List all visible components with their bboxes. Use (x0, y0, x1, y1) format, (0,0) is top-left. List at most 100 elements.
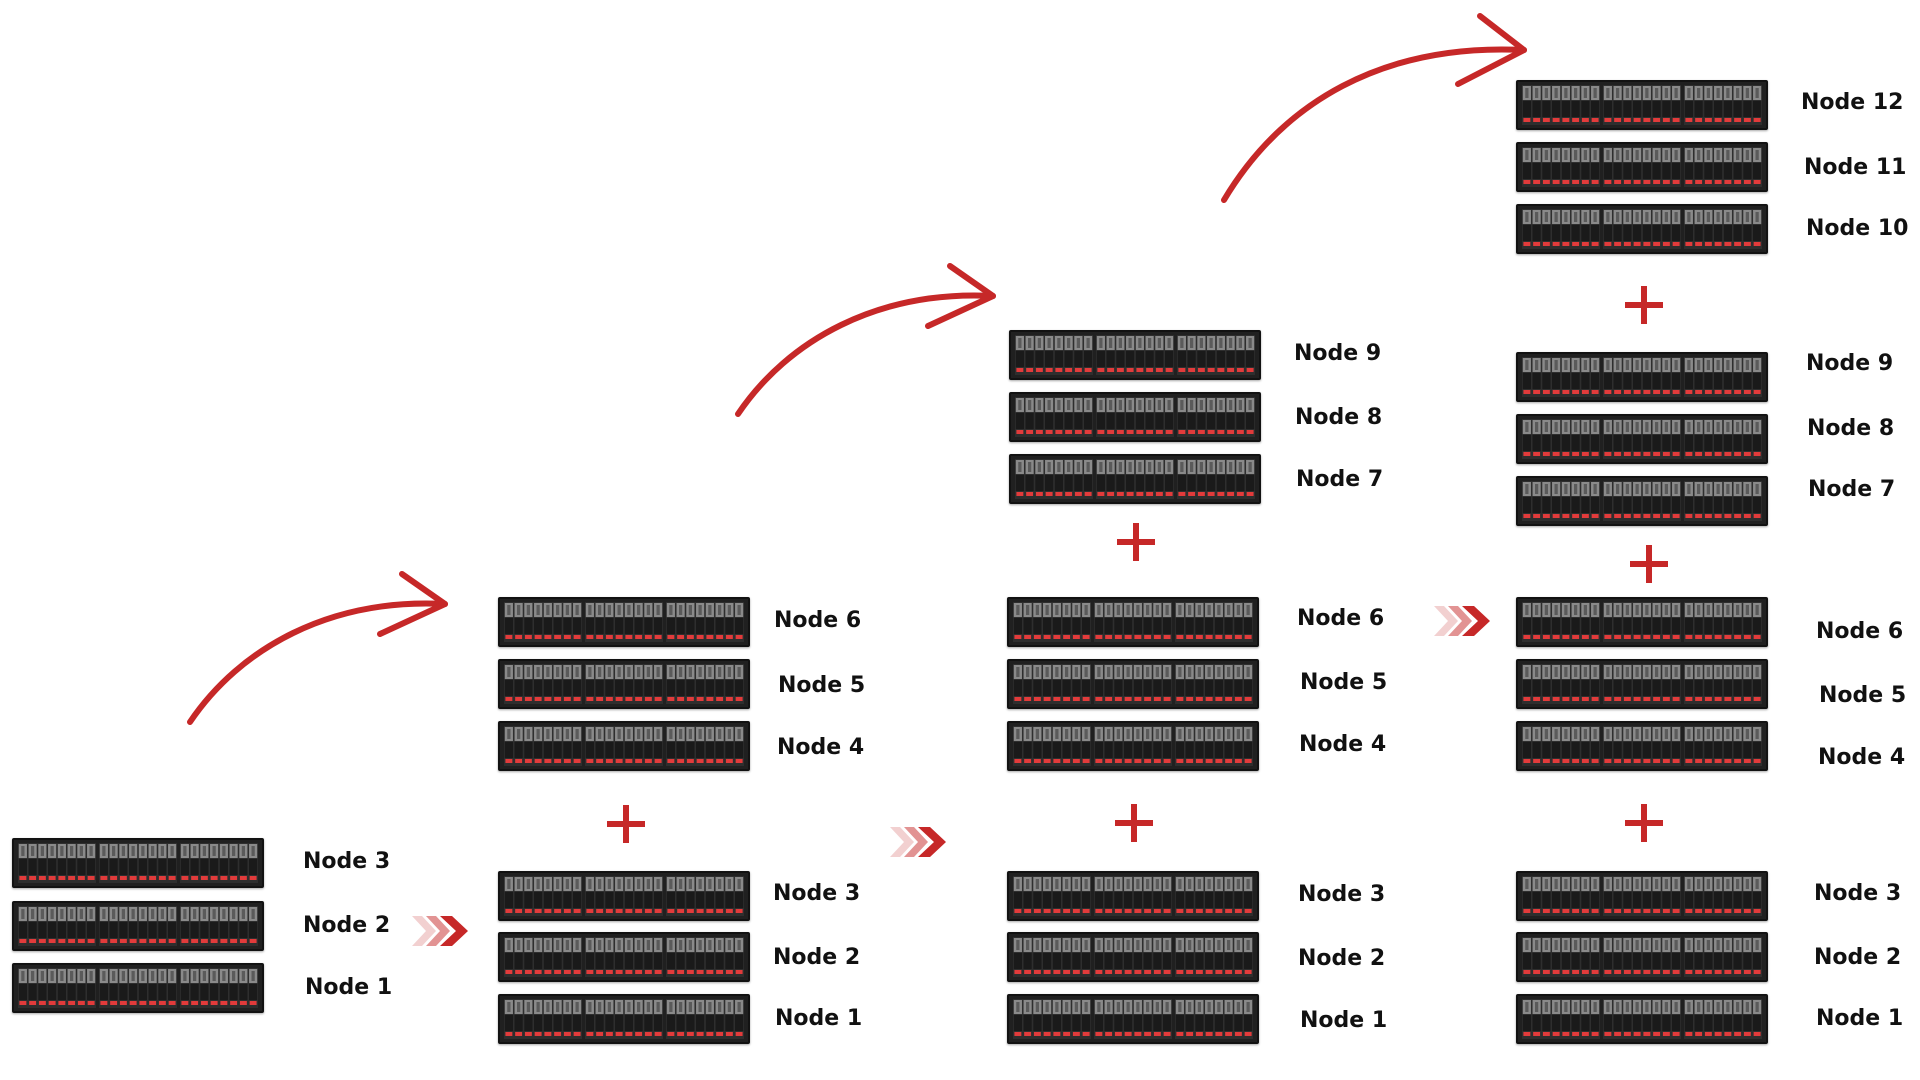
drive-bays (504, 876, 744, 916)
node-label: Node 3 (1814, 881, 1902, 906)
plus-icon (1630, 545, 1668, 583)
server-rack-icon (1516, 659, 1768, 709)
drive-bays (1522, 419, 1762, 459)
node-label: Node 2 (303, 913, 391, 938)
drive-bays (1013, 876, 1253, 916)
node-label: Node 5 (1300, 670, 1388, 695)
server-rack-icon (12, 901, 264, 951)
drive-bays (1522, 999, 1762, 1039)
server-rack-icon (1007, 659, 1259, 709)
drive-bays (1013, 999, 1253, 1039)
server-rack-icon (1516, 932, 1768, 982)
curved-arrow-icon (1221, 13, 1527, 203)
server-rack-icon (1516, 476, 1768, 526)
server-rack-icon (498, 871, 750, 921)
node-label: Node 6 (774, 608, 862, 633)
drive-bays (504, 999, 744, 1039)
server-rack-icon (498, 659, 750, 709)
node-label: Node 3 (1298, 882, 1386, 907)
server-rack-icon (1007, 932, 1259, 982)
node-label: Node 2 (773, 945, 861, 970)
drive-bays (1013, 664, 1253, 704)
server-rack-icon (1516, 204, 1768, 254)
server-rack-icon (498, 994, 750, 1044)
node-label: Node 6 (1297, 606, 1385, 631)
drive-bays (1522, 357, 1762, 397)
drive-bays (504, 937, 744, 977)
drive-bays (1015, 397, 1255, 437)
drive-bays (1522, 726, 1762, 766)
drive-bays (1522, 481, 1762, 521)
drive-bays (1522, 664, 1762, 704)
drive-bays (1013, 602, 1253, 642)
drive-bays (1522, 209, 1762, 249)
drive-bays (504, 726, 744, 766)
drive-bays (1015, 459, 1255, 499)
drive-bays (18, 906, 258, 946)
node-label: Node 12 (1801, 90, 1904, 115)
drive-bays (504, 664, 744, 704)
node-label: Node 8 (1807, 416, 1895, 441)
drive-bays (1522, 85, 1762, 125)
server-rack-icon (498, 721, 750, 771)
drive-bays (1522, 602, 1762, 642)
server-rack-icon (1009, 330, 1261, 380)
node-label: Node 5 (778, 673, 866, 698)
node-label: Node 6 (1816, 619, 1904, 644)
chevron-right-icon (412, 916, 468, 946)
node-label: Node 9 (1294, 341, 1382, 366)
drive-bays (18, 968, 258, 1008)
server-rack-icon (1007, 994, 1259, 1044)
node-label: Node 8 (1295, 405, 1383, 430)
drive-bays (18, 843, 258, 883)
node-label: Node 1 (1300, 1008, 1388, 1033)
node-label: Node 7 (1296, 467, 1384, 492)
curved-arrow-icon (735, 263, 996, 417)
server-rack-icon (1009, 392, 1261, 442)
server-rack-icon (1516, 352, 1768, 402)
plus-icon (1117, 523, 1155, 561)
server-rack-icon (1007, 721, 1259, 771)
node-label: Node 5 (1819, 683, 1907, 708)
drive-bays (504, 602, 744, 642)
node-label: Node 2 (1298, 946, 1386, 971)
chevron-right-icon (1434, 606, 1490, 636)
drive-bays (1522, 147, 1762, 187)
server-rack-icon (1516, 80, 1768, 130)
drive-bays (1013, 726, 1253, 766)
node-label: Node 1 (775, 1006, 863, 1031)
node-label: Node 1 (1816, 1006, 1904, 1031)
node-label: Node 4 (777, 735, 865, 760)
server-rack-icon (1516, 597, 1768, 647)
plus-icon (607, 805, 645, 843)
node-label: Node 9 (1806, 351, 1894, 376)
node-label: Node 11 (1804, 155, 1907, 180)
node-label: Node 4 (1818, 745, 1906, 770)
server-rack-icon (1516, 994, 1768, 1044)
server-rack-icon (12, 963, 264, 1013)
server-rack-icon (1007, 597, 1259, 647)
node-label: Node 3 (773, 881, 861, 906)
plus-icon (1625, 804, 1663, 842)
node-label: Node 4 (1299, 732, 1387, 757)
server-rack-icon (1516, 721, 1768, 771)
node-label: Node 2 (1814, 945, 1902, 970)
plus-icon (1115, 804, 1153, 842)
node-label: Node 10 (1806, 216, 1909, 241)
server-rack-icon (1516, 414, 1768, 464)
plus-icon (1625, 286, 1663, 324)
node-label: Node 7 (1808, 477, 1896, 502)
server-rack-icon (1516, 142, 1768, 192)
server-rack-icon (1009, 454, 1261, 504)
server-rack-icon (1007, 871, 1259, 921)
drive-bays (1522, 937, 1762, 977)
server-rack-icon (498, 932, 750, 982)
server-rack-icon (498, 597, 750, 647)
server-rack-icon (1516, 871, 1768, 921)
node-label: Node 3 (303, 849, 391, 874)
drive-bays (1015, 335, 1255, 375)
drive-bays (1522, 876, 1762, 916)
node-label: Node 1 (305, 975, 393, 1000)
curved-arrow-icon (187, 571, 448, 725)
drive-bays (1013, 937, 1253, 977)
